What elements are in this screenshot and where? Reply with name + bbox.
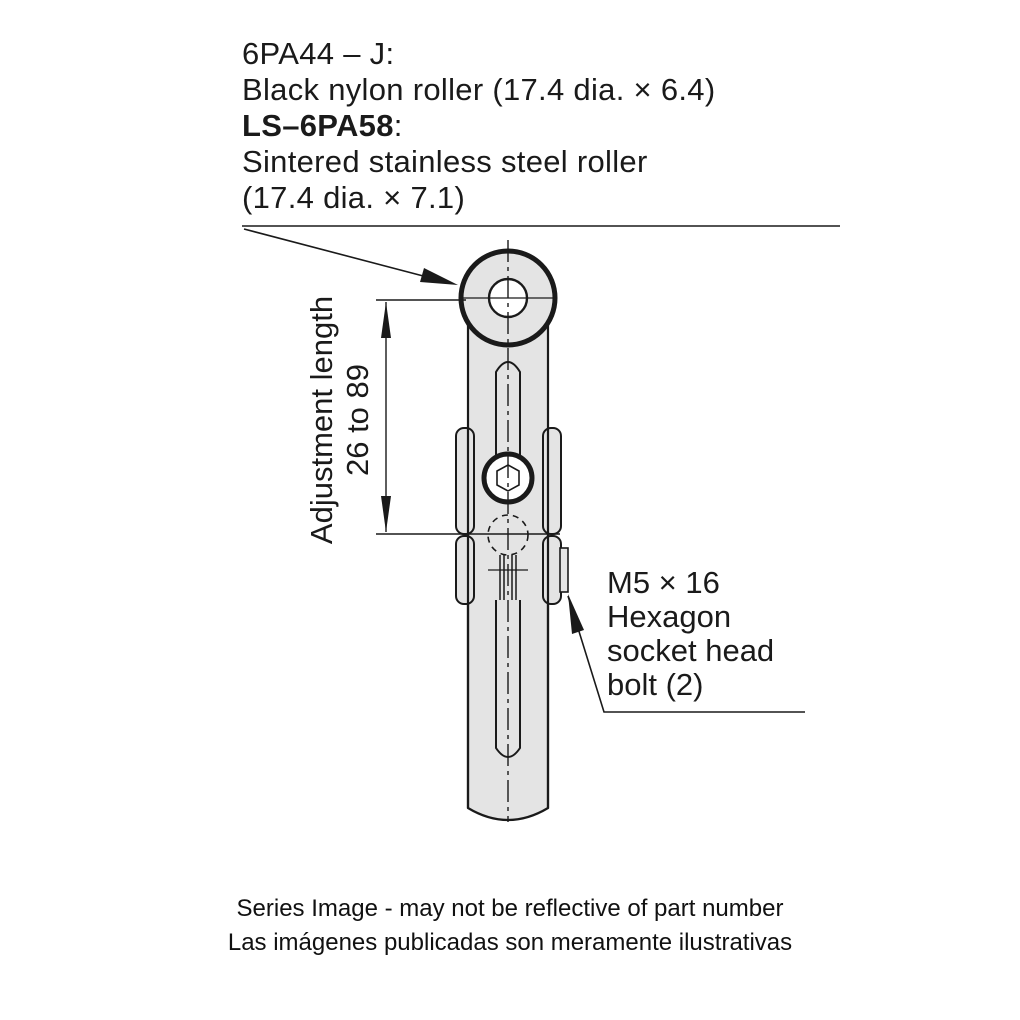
dimension-arrow-bottom bbox=[381, 496, 391, 532]
roller-desc-1: Black nylon roller (17.4 dia. × 6.4) bbox=[242, 72, 716, 107]
roller-model-1: 6PA44 – J: bbox=[242, 36, 395, 71]
clamp-block-left-upper bbox=[455, 427, 475, 535]
upper-slot bbox=[495, 361, 521, 471]
caption-english: Series Image - may not be reflective of … bbox=[236, 895, 784, 922]
dimension-arrow-top bbox=[381, 302, 391, 338]
bolt-leader-line bbox=[567, 595, 805, 713]
hidden-bolt-outline bbox=[487, 514, 529, 556]
roller-arrowhead bbox=[420, 268, 458, 285]
caption-spanish: Las imágenes publicadas son meramente il… bbox=[227, 929, 793, 956]
clamp-block-right-upper bbox=[542, 427, 562, 535]
roller-desc-2-dims: (17.4 dia. × 7.1) bbox=[242, 180, 466, 215]
roller-callout: 6PA44 – J: Black nylon roller (17.4 dia.… bbox=[242, 36, 715, 216]
clamp-block-left-lower bbox=[455, 535, 475, 605]
adjustment-length-label: Adjustment length 26 to 89 bbox=[304, 295, 375, 545]
clamp-block-right-lower bbox=[542, 535, 562, 605]
bolt-head-side bbox=[559, 547, 569, 593]
roller-desc-2: Sintered stainless steel roller bbox=[242, 144, 648, 179]
hex-socket bbox=[496, 464, 520, 492]
bolt-arrowhead bbox=[568, 594, 584, 634]
roller-leader-arrow-line bbox=[243, 228, 451, 284]
bolt-callout: M5 × 16 Hexagon socket head bolt (2) bbox=[607, 565, 775, 702]
roller-model-2: LS–6PA58: bbox=[242, 108, 403, 143]
